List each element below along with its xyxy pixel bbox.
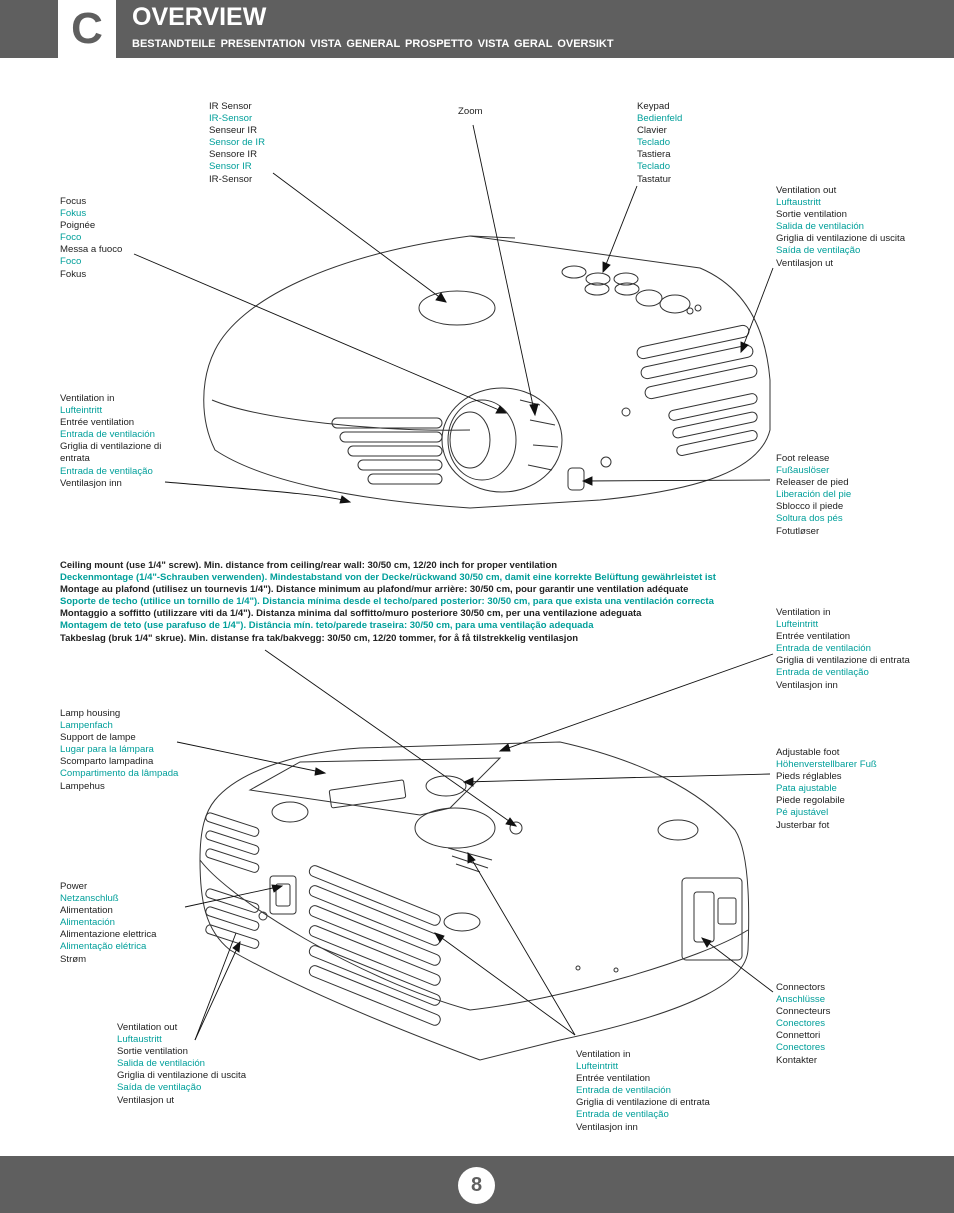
vent-slots-front xyxy=(331,417,443,485)
callout-foot-release: Foot release Fußauslöser Releaser de pie… xyxy=(776,453,852,537)
callout-adjustable-foot: Adjustable foot Höhenverstellbarer Fuß P… xyxy=(776,747,877,831)
callout-zoom: Zoom xyxy=(458,106,483,117)
projector-bottom-body xyxy=(199,741,750,1061)
ir-sensor-window xyxy=(418,290,496,326)
header-bar xyxy=(0,0,954,58)
callout-connectors: Connectors Anschlüsse Connecteurs Conect… xyxy=(776,982,831,1066)
ceiling-mount-notes: Ceiling mount (use 1/4" screw). Min. dis… xyxy=(60,560,716,644)
lamp-housing-cover xyxy=(248,757,502,816)
callout-ventilation-in-right: Ventilation in Lufteintritt Entrée venti… xyxy=(776,607,910,691)
power-socket xyxy=(269,875,297,915)
callout-lamp-housing: Lamp housing Lampenfach Support de lampe… xyxy=(60,708,179,792)
callout-ir-sensor: IR Sensor IR-Sensor Senseur IR Sensor de… xyxy=(209,101,265,185)
leader-lines xyxy=(133,124,774,1041)
section-badge: C xyxy=(58,0,116,58)
callout-ventilation-out-bottom: Ventilation out Luftaustritt Sortie vent… xyxy=(117,1022,247,1106)
callout-ventilation-in-top: Ventilation in Lufteintritt Entrée venti… xyxy=(60,393,162,489)
section-letter: C xyxy=(71,4,103,53)
callout-focus: Focus Fokus Poignée Foco Messa a fuoco F… xyxy=(60,196,123,280)
callout-power: Power Netzanschluß Alimentation Alimenta… xyxy=(60,881,157,965)
page-number: 8 xyxy=(458,1167,495,1204)
keypad-buttons xyxy=(561,265,702,315)
vent-slots-left xyxy=(205,812,260,949)
callout-ventilation-out-top: Ventilation out Luftaustritt Sortie vent… xyxy=(776,185,906,269)
adjustable-foot-rear xyxy=(657,819,699,841)
page-title: OVERVIEW xyxy=(132,3,267,31)
foot-release-button xyxy=(567,467,585,491)
vent-slots-right xyxy=(636,324,758,456)
adjustable-foot-front xyxy=(271,801,309,823)
callout-keypad: Keypad Bedienfeld Clavier Teclado Tastie… xyxy=(637,101,683,185)
callout-ventilation-in-bottom: Ventilation in Lufteintritt Entrée venti… xyxy=(576,1049,710,1133)
lens-assembly xyxy=(441,387,563,493)
vent-slots-bottom xyxy=(308,865,441,1026)
page-subtitle: BESTANDTEILE PRESENTATION VISTA GENERAL … xyxy=(132,38,614,50)
projector-top-body xyxy=(203,235,771,509)
